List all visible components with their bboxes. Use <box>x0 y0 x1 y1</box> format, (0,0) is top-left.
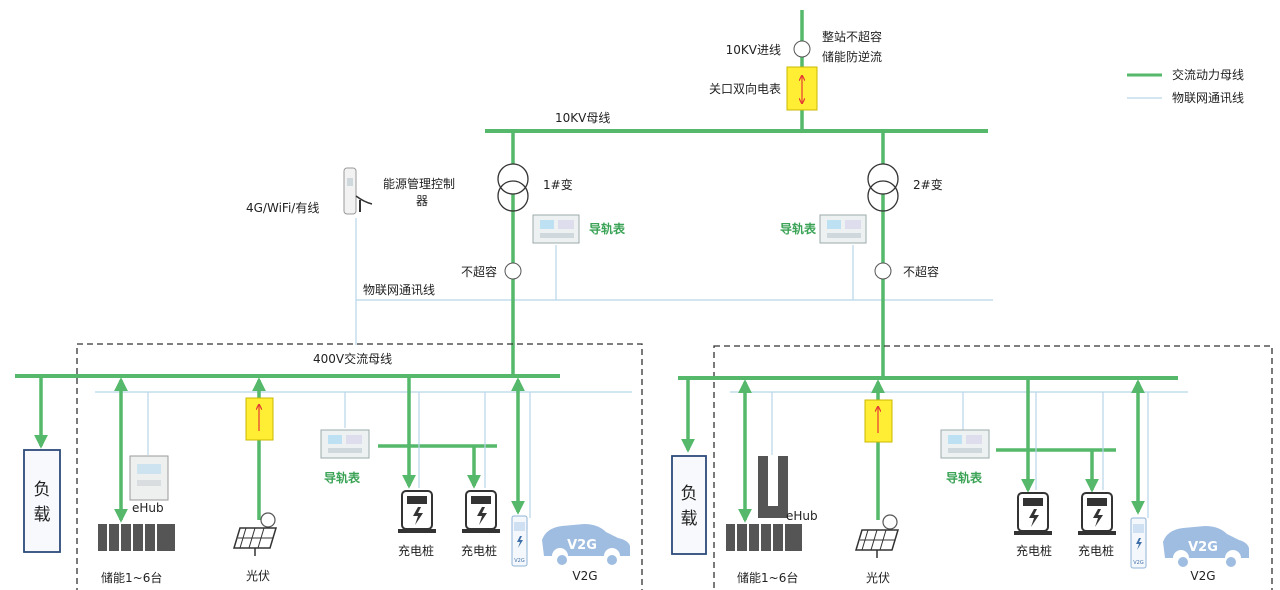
controller-label-line1: 能源管理控制 <box>383 176 455 191</box>
storage-label-2: 储能1~6台 <box>737 570 798 585</box>
controller-label-line2: 器 <box>416 194 428 208</box>
legend-iot-label: 物联网通讯线 <box>1172 91 1244 105</box>
charger-2b-label: 充电桩 <box>1078 543 1114 558</box>
v2g-car-1-icon: V2G <box>542 524 630 567</box>
v2g-car-2-icon: V2G <box>1163 526 1249 569</box>
breaker-1-icon <box>504 262 522 280</box>
charger-2a-icon <box>1014 492 1052 535</box>
transformer-2-icon <box>867 163 899 195</box>
section-2-boundary <box>713 345 1273 590</box>
load-label-1a: 负 <box>34 480 51 500</box>
pv-label-2: 光伏 <box>866 571 890 585</box>
v2g-pile-2-text: V2G <box>1133 560 1144 566</box>
storage-battery-1-icon <box>98 524 175 551</box>
transformer-2-limit-label: 不超容 <box>903 264 939 279</box>
v2g-pile-1-text: V2G <box>514 558 525 564</box>
rail-meter-s1-label: 导轨表 <box>324 470 361 485</box>
controller-comm-label: 4G/WiFi/有线 <box>246 201 319 215</box>
charger-2b-icon <box>1078 492 1116 535</box>
legend-ac-bus-label: 交流动力母线 <box>1172 67 1244 82</box>
incoming-10kv-feed <box>786 10 818 130</box>
v2g-pile-2-icon: V2G <box>1130 517 1147 569</box>
section-1-boundary <box>76 343 643 590</box>
rail-meter-t1-icon <box>532 214 580 244</box>
gateway-meter-label: 关口双向电表 <box>709 81 781 96</box>
ehub-unit-2-icon <box>758 456 788 518</box>
load-label-2a: 负 <box>681 484 698 504</box>
transformer-1 <box>497 131 580 376</box>
charger-1a-icon <box>398 490 436 533</box>
section-2-comm-drops <box>771 392 1149 518</box>
load-label-1b: 载 <box>34 505 51 525</box>
no-overcapacity-note: 整站不超容 <box>822 29 882 44</box>
v2g-label-2: V2G <box>1190 569 1215 583</box>
incoming-breaker-icon <box>793 40 811 58</box>
ehub-label-1: eHub <box>132 501 164 515</box>
load-box-1 <box>23 449 61 553</box>
storage-battery-2-icon <box>726 524 802 551</box>
v2g-car-1-text: V2G <box>567 538 597 553</box>
bus-400v-label: 400V交流母线 <box>313 351 392 366</box>
transformer-1-meter-label: 导轨表 <box>589 221 626 236</box>
pv-panel-2-icon <box>854 514 900 558</box>
rail-meter-s2-icon <box>940 429 990 459</box>
iot-upper-lines <box>355 218 993 345</box>
breaker-2-icon <box>874 262 892 280</box>
transformer-1-limit-label: 不超容 <box>461 264 497 279</box>
transformer-1-icon <box>497 163 529 195</box>
pv-label-1: 光伏 <box>246 569 270 583</box>
v2g-car-2-text: V2G <box>1188 540 1218 555</box>
rail-meter-s1-icon <box>320 429 370 459</box>
iot-line-label: 物联网通讯线 <box>363 283 435 297</box>
ehub-label-2: eHub <box>786 509 818 523</box>
energy-controller-icon <box>343 167 373 215</box>
feed-label: 10KV进线 <box>726 43 781 57</box>
charger-1b-label: 充电桩 <box>461 543 497 558</box>
v2g-pile-1-icon: V2G <box>511 515 528 567</box>
pv-panel-1-icon <box>232 512 278 556</box>
load-box-2 <box>671 455 707 555</box>
ehub-meter-1-icon <box>129 455 169 501</box>
load-label-2b: 载 <box>681 509 698 529</box>
storage-label-1: 储能1~6台 <box>101 570 162 585</box>
section-1-comm-drops <box>147 392 531 518</box>
bus-10kv-label: 10KV母线 <box>555 111 610 125</box>
legend: 交流动力母线 物联网通讯线 <box>1127 67 1244 105</box>
rail-meter-t2-icon <box>819 214 867 244</box>
charger-2a-label: 充电桩 <box>1016 543 1052 558</box>
section-1-feeders <box>34 376 525 523</box>
section-2-feeders <box>681 378 1145 523</box>
anti-backflow-note: 储能防逆流 <box>822 49 882 64</box>
v2g-label-1: V2G <box>572 569 597 583</box>
transformer-2-meter-label: 导轨表 <box>780 221 817 236</box>
charger-1b-icon <box>462 490 500 533</box>
transformer-2 <box>819 131 899 378</box>
transformer-1-label: 1#变 <box>543 177 573 192</box>
charger-1a-label: 充电桩 <box>398 543 434 558</box>
rail-meter-s2-label: 导轨表 <box>946 470 983 485</box>
transformer-2-label: 2#变 <box>913 177 943 192</box>
